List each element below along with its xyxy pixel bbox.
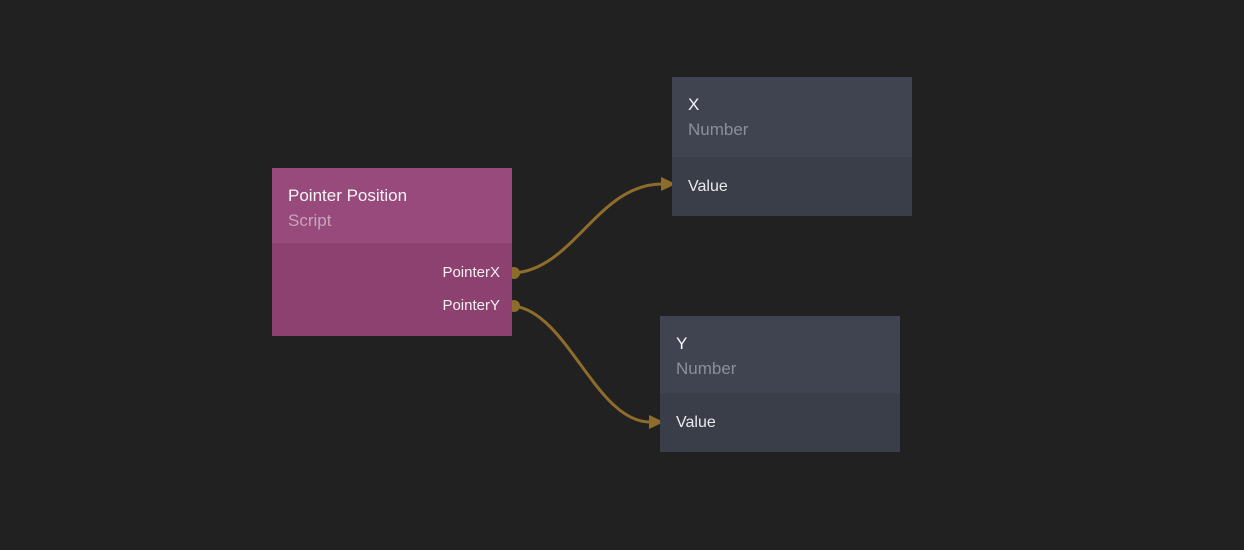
input-label-value: Value — [688, 177, 728, 195]
wire-arrowhead-x — [661, 177, 676, 191]
node-title: Y — [676, 334, 688, 353]
node-x-number[interactable]: X Number Value — [672, 77, 912, 216]
node-x-header[interactable]: X Number — [672, 77, 912, 157]
node-pointer-position-header[interactable]: Pointer Position Script — [272, 168, 512, 243]
node-subtitle: Script — [288, 211, 332, 230]
node-subtitle: Number — [676, 359, 737, 378]
output-label-pointery: PointerY — [442, 297, 500, 314]
output-row-pointerx[interactable]: PointerX — [272, 256, 512, 289]
wire-pointery-to-y-value[interactable] — [513, 304, 651, 424]
input-label-value: Value — [676, 413, 716, 431]
node-title: Pointer Position — [288, 186, 408, 205]
input-row-y-value[interactable]: Value — [660, 393, 900, 452]
node-pointer-position-body: PointerX PointerY — [272, 243, 512, 336]
node-title: X — [688, 95, 700, 114]
node-y-number[interactable]: Y Number Value — [660, 316, 900, 452]
output-label-pointerx: PointerX — [442, 264, 500, 281]
output-row-pointery[interactable]: PointerY — [272, 289, 512, 322]
wire-arrowhead-y — [649, 415, 664, 429]
wire-pointerx-to-x-value[interactable] — [513, 182, 663, 275]
input-row-x-value[interactable]: Value — [672, 157, 912, 216]
node-pointer-position[interactable]: Pointer Position Script PointerX Pointer… — [272, 168, 512, 336]
node-subtitle: Number — [688, 120, 749, 139]
node-y-header[interactable]: Y Number — [660, 316, 900, 393]
